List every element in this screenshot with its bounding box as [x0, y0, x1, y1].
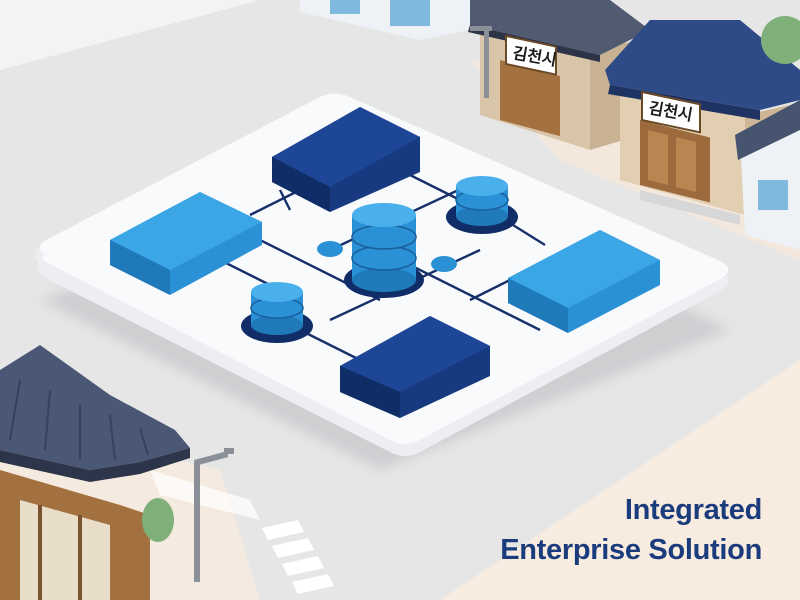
node-dot-right — [431, 256, 457, 272]
server-block-left — [110, 192, 262, 295]
node-dot-left — [317, 241, 343, 257]
caption: Integrated Enterprise Solution — [500, 490, 762, 570]
bush-bottom-left — [142, 498, 174, 542]
database-bottom-left-icon — [241, 282, 313, 343]
hanok-building-3 — [0, 345, 190, 600]
server-block-bottom — [340, 316, 490, 418]
tree-top-right — [761, 16, 800, 64]
caption-line-2: Enterprise Solution — [500, 534, 762, 566]
database-center-icon — [344, 203, 424, 298]
building-top-left — [300, 0, 470, 40]
database-top-right-icon — [446, 176, 518, 234]
building-right — [735, 100, 800, 250]
server-block-top — [272, 107, 420, 212]
street-lamp-top — [470, 26, 492, 98]
crosswalk — [262, 520, 334, 594]
server-block-right — [508, 230, 660, 333]
street-lamp-bottom — [193, 448, 234, 582]
caption-line-1: Integrated — [624, 494, 762, 526]
